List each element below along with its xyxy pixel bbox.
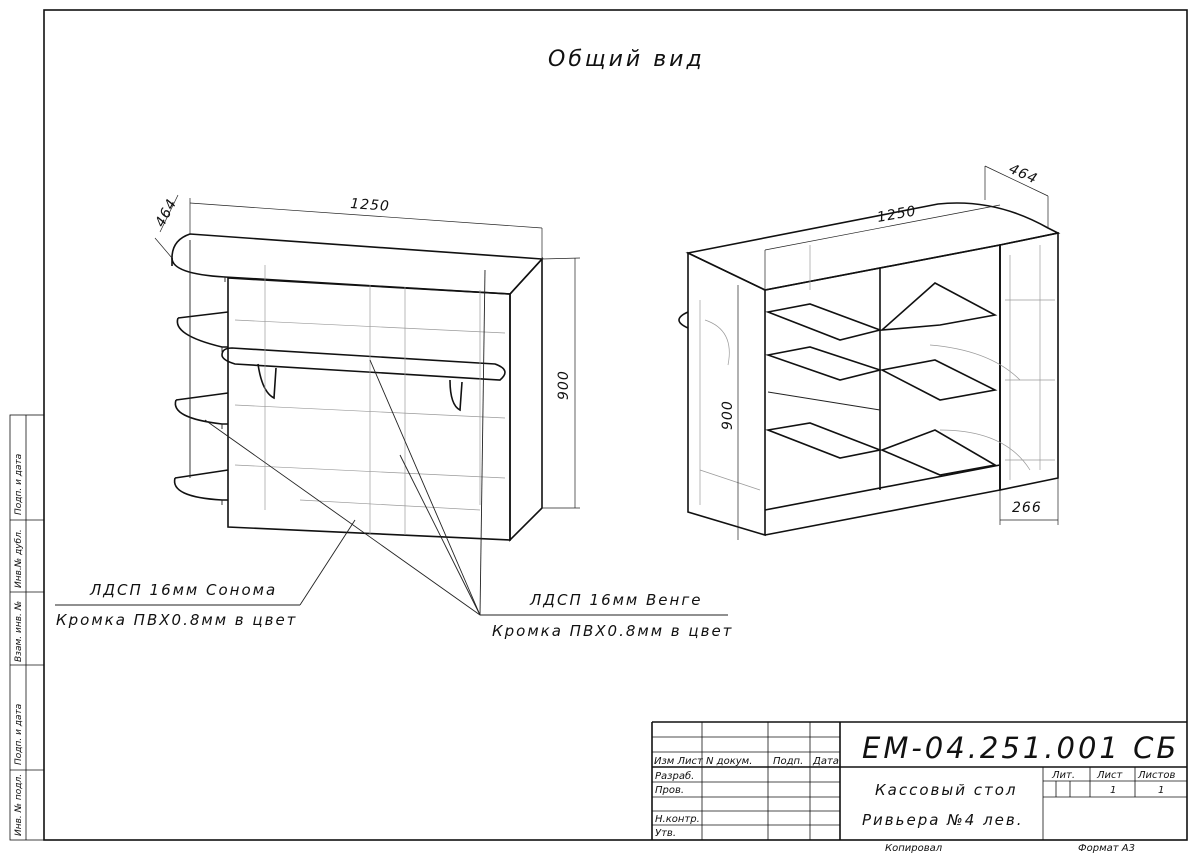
callout-left: ЛДСП 16мм Сонома Кромка ПВХ0.8мм в цвет [55,519,356,629]
product-name-2: Ривьера №4 лев. [862,811,1024,829]
row-nkontr: Н.контр. [655,814,700,825]
callout-right: ЛДСП 16мм Венге Кромка ПВХ0.8мм в цвет [204,269,733,640]
left-view: 464 1250 900 [152,194,581,542]
format-label: Формат А3 [1078,843,1135,854]
row-utv: Утв. [655,828,676,839]
dim-right-width: 1250 [876,203,918,226]
dim-right-height: 900 [720,400,736,430]
title-block: ЕМ-04.251.001 СБ Кассовый стол Ривьера №… [651,721,1187,854]
row-prov: Пров. [655,785,684,796]
row-razrab: Разраб. [655,770,694,782]
side-label-1: Подп. и дата [14,454,24,515]
callout-left-material: ЛДСП 16мм Сонома [89,581,277,599]
right-view: 464 1250 900 266 [678,161,1061,540]
hdr-n-dokum: N докум. [706,756,752,767]
hdr-data: Дата [812,756,839,767]
callout-right-material: ЛДСП 16мм Венге [529,591,702,609]
callout-right-edge: Кромка ПВХ0.8мм в цвет [492,622,733,640]
list-label: Лист [1096,770,1124,781]
copied-label: Копировал [885,843,943,854]
sheet-frame [43,9,1188,841]
hdr-podp: Подп. [773,756,803,767]
dim-right-section: 266 [1012,500,1042,516]
hdr-izm-list: Изм Лист [654,756,704,767]
listov-label: Листов [1137,770,1175,781]
list-value: 1 [1110,785,1116,796]
drawing-title: Общий вид [548,47,705,72]
side-strip: Подп. и дата Инв.№ дубл. Взам. инв. № По… [9,414,45,841]
side-label-5: Инв. № подл. [14,774,24,836]
dim-left-depth: 464 [152,196,180,230]
side-label-4: Подп. и дата [14,704,24,765]
side-label-2: Инв.№ дубл. [14,529,24,588]
dim-right-depth: 464 [1006,161,1040,188]
product-name-1: Кассовый стол [875,781,1017,799]
callout-left-edge: Кромка ПВХ0.8мм в цвет [56,611,297,629]
dim-left-height: 900 [556,370,572,400]
listov-value: 1 [1158,785,1164,796]
lit-label: Лит. [1051,770,1075,781]
dim-left-width: 1250 [350,196,391,215]
side-label-3: Взам. инв. № [14,601,24,662]
doc-code: ЕМ-04.251.001 СБ [862,731,1179,765]
